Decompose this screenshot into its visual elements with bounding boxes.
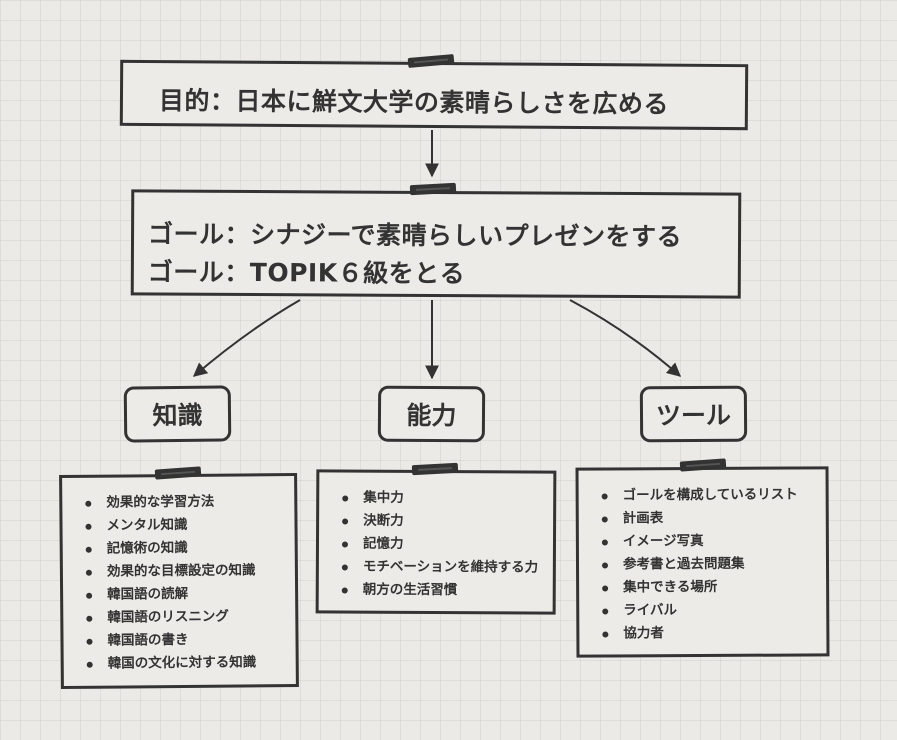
list-item: 参考書と過去問題集 (589, 552, 816, 576)
list-item: 集中できる場所 (589, 575, 816, 599)
goal-box: ゴール：シナジーで素晴らしいプレゼンをする ゴール：TOPIK６級をとる (130, 189, 742, 299)
knowledge-list-box: 効果的な学習方法 メンタル知識 記憶術の知識 効果的な目標設定の知識 韓国語の読… (59, 472, 299, 690)
list-item: 韓国語の読解 (73, 582, 285, 607)
list-item: 効果的な目標設定の知識 (73, 559, 285, 584)
category-tools: ツール (639, 385, 748, 443)
list-item: モチベーションを維持する力 (329, 555, 543, 579)
ability-list: 集中力 決断力 記憶力 モチベーションを維持する力 朝方の生活習慣 (329, 486, 544, 602)
purpose-box: 目的：日本に鮮文大学の素晴らしさを広める (119, 59, 749, 131)
list-item: 計画表 (589, 506, 816, 530)
list-item: ライバル (589, 598, 816, 622)
tools-list: ゴールを構成しているリスト 計画表 イメージ写真 参考書と過去問題集 集中できる… (589, 483, 817, 645)
list-item: メンタル知識 (72, 513, 284, 538)
category-ability: 能力 (377, 385, 486, 443)
list-item: ゴールを構成しているリスト (589, 483, 816, 507)
knowledge-list: 効果的な学習方法 メンタル知識 記憶術の知識 効果的な目標設定の知識 韓国語の読… (72, 490, 286, 676)
list-item: 韓国語のリスニング (73, 605, 285, 630)
category-knowledge: 知識 (123, 385, 232, 443)
list-item: 効果的な学習方法 (72, 490, 284, 515)
purpose-text: 目的：日本に鮮文大学の素晴らしさを広める (158, 86, 670, 119)
list-item: 韓国の文化に対する知識 (74, 651, 286, 676)
list-item: 集中力 (329, 486, 543, 510)
list-item: 記憶力 (329, 532, 543, 556)
ability-list-box: 集中力 決断力 記憶力 モチベーションを維持する力 朝方の生活習慣 (315, 469, 557, 615)
list-item: 協力者 (589, 621, 816, 645)
list-item: 韓国語の書き (73, 628, 285, 653)
list-item: 朝方の生活習慣 (329, 578, 543, 602)
tools-list-box: ゴールを構成しているリスト 計画表 イメージ写真 参考書と過去問題集 集中できる… (575, 466, 830, 658)
list-item: 記憶術の知識 (73, 536, 285, 561)
arrow-goal-to-knowledge (192, 299, 301, 377)
list-item: イメージ写真 (589, 529, 816, 553)
goal-presentation: ゴール：シナジーで素晴らしいプレゼンをする (147, 219, 683, 252)
goal-topik: ゴール：TOPIK６級をとる (147, 257, 466, 289)
arrow-goal-to-tools (569, 299, 682, 377)
list-item: 決断力 (329, 509, 543, 533)
